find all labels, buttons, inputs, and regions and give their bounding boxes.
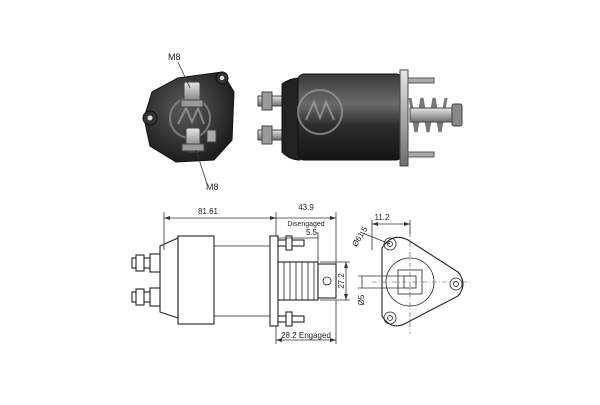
dim-overall-arrow-left [164,216,170,220]
drawing-body [177,235,215,325]
dim-overall-arrow-right [270,216,276,220]
bolt-hole-right [449,277,463,291]
dim-bolt-circle: Ø61.5 [350,225,369,249]
bottom-terminal-nut [181,143,205,152]
side-main-body [297,73,403,161]
dim-flange-to-face: 5.5 [306,228,318,237]
dim-overall-length: 81.61 [198,207,219,216]
dim-engaged-length: 28.2 Engaged [281,331,331,340]
logo-mark [177,105,205,125]
bolt-hole-top [383,237,397,251]
drawing-flange [269,235,279,327]
terminal-lower-nut [261,125,273,145]
bolt-hole-top-inner [387,241,393,247]
drawing-side-profile: 81.61 43.9 Disengaged 5.5 27.2 28.2 Enga… [131,203,350,344]
label-top-terminal: M8 [168,52,181,62]
bolt-hole-bottom-inner [387,315,393,321]
drawing-flange-view: 11.2 Ø61.5 Ø5 [350,213,470,334]
label-bottom-terminal: M8 [206,182,219,192]
dim-bolt-circle-leader [359,231,391,245]
plunger [409,107,457,123]
side-flange [399,69,409,167]
drawing-terminal-lower-nut [135,288,145,306]
drawing-plunger-eye [322,276,332,286]
drawing-end-cap [159,237,179,319]
dim-hole-offset: 11.2 [375,213,391,222]
drawing-bellows [277,261,319,301]
drawing-stud-upper-nut [285,235,293,251]
drawing-plunger-end [317,263,337,299]
plunger-eye [451,103,463,127]
bolt-hole-bottom [383,311,397,325]
bolt-hole-right-inner [453,281,459,287]
terminal-upper-nut [261,91,273,111]
leader-bottom [195,149,208,185]
mount-hole-right [219,75,225,81]
dim-travel-state: Disengaged [287,221,324,228]
photo-side-view [257,69,463,167]
dim-hole-offset-arrow-left [372,222,378,226]
dim-plunger-travel: 43.9 [298,203,314,212]
dim-center-hole: Ø5 [357,294,366,305]
dim-boot-arrow-bottom [344,294,348,300]
leader-top [177,61,191,89]
drawing-stud-lower-nut [285,311,293,327]
side-logo-mark [305,99,335,121]
drawing-terminal-upper-nut [135,254,145,272]
dim-engaged-arrow-left [276,338,282,342]
top-terminal-nut [180,99,204,108]
side-logo-watermark [297,89,343,135]
return-spring [408,97,448,133]
dim-engaged-arrow-right [330,338,336,342]
side-end-cap [281,77,301,161]
dim-boot-arrow-top [344,262,348,268]
small-terminal [206,129,217,143]
flange-bolt-upper [407,77,435,84]
dim-hole-offset-arrow-right [404,222,410,226]
mount-hole-left [147,115,153,121]
dim-boot-diameter: 27.2 [337,273,346,289]
dim-travel-arrow [330,216,336,220]
photo-end-view: M8 M8 [142,52,235,192]
flange-bolt-lower [407,151,435,158]
